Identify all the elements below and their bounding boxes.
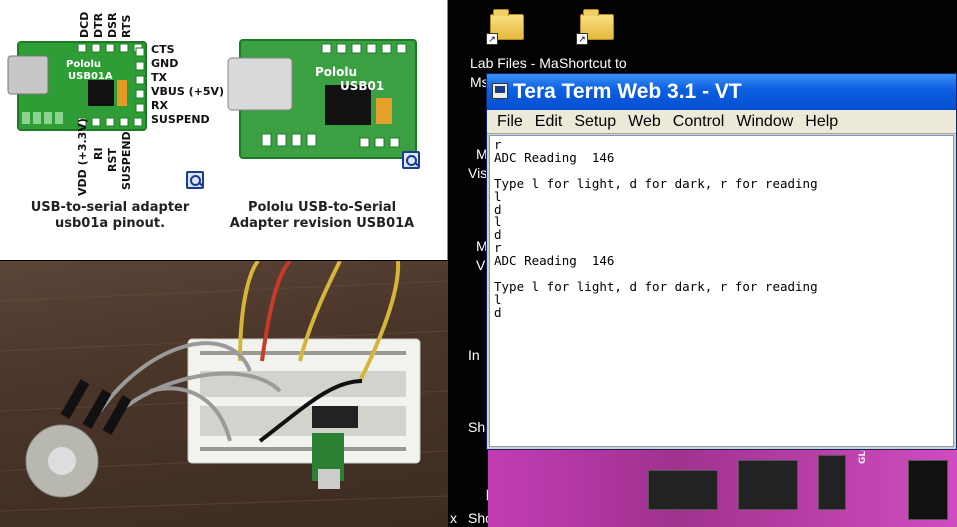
pin-label-rts: RTS — [120, 14, 133, 38]
menu-file[interactable]: File — [497, 112, 523, 130]
teraterm-window[interactable]: Tera Term Web 3.1 - VT File Edit Setup W… — [486, 73, 957, 450]
shortcut-arrow-icon: ↗ — [576, 33, 588, 45]
menu-help[interactable]: Help — [805, 112, 839, 130]
pin-label-cts: CTS — [151, 43, 175, 56]
window-title: Tera Term Web 3.1 - VT — [513, 80, 742, 103]
cap-left — [117, 80, 127, 106]
terminal-line: r — [494, 137, 502, 152]
pins-bottom-right — [261, 133, 400, 148]
pins-right-left — [135, 47, 145, 113]
pin-label-suspend-bottom: SUSPEND — [120, 131, 133, 190]
pin-label-vbus: VBUS (+5V) — [151, 85, 225, 98]
pin-label-ri: RI — [92, 147, 105, 160]
pads-left — [22, 112, 63, 124]
board-right-brand: Pololu — [315, 65, 357, 79]
menu-web[interactable]: Web — [628, 112, 661, 130]
menu-setup[interactable]: Setup — [574, 112, 617, 130]
cap-right — [376, 98, 392, 124]
board-chip — [818, 455, 846, 510]
pins-bottom-left — [77, 117, 143, 127]
partial-label: V — [476, 257, 486, 273]
pin-label-tx: TX — [151, 71, 167, 84]
terminal-line: d — [494, 304, 502, 320]
terminal-line: Type l for light, d for dark, r for read… — [494, 175, 818, 191]
terminal-line: d — [494, 201, 502, 217]
board-chip — [648, 470, 718, 510]
pin-label-dsr: DSR — [106, 12, 119, 38]
partial-label: Sh — [468, 419, 486, 435]
pin-label-rst: RST — [106, 148, 119, 172]
pin-label-gnd: GND — [151, 57, 179, 70]
terminal-line: ADC Reading 146 — [494, 253, 615, 269]
breadboard-photo-art — [0, 261, 448, 512]
zoom-icon-left[interactable] — [186, 171, 204, 189]
dev-board-photo: GLCD 128 — [488, 450, 957, 527]
zoom-icon-right[interactable] — [402, 151, 420, 169]
shortcut-arrow-icon: ↗ — [486, 33, 498, 45]
board-label: GLCD 128 — [858, 450, 868, 464]
usb-plug — [318, 469, 340, 489]
pin-label-dtr: DTR — [92, 12, 105, 38]
breadboard — [187, 338, 421, 464]
pin-label-dcd: DCD — [78, 11, 91, 38]
board-left-brand: Pololu — [66, 59, 101, 70]
partial-label: M — [476, 238, 488, 254]
menu-bar: File Edit Setup Web Control Window Help — [487, 110, 956, 134]
partial-label: M — [476, 146, 488, 162]
teraterm-app-icon[interactable] — [492, 83, 508, 99]
desktop-icon-label-shortcut[interactable]: Shortcut to — [559, 55, 627, 71]
terminal-line: Type l for light, d for dark, r for read… — [494, 278, 818, 294]
pin-label-suspend-right: SUSPEND — [151, 113, 210, 126]
usb-connector-right — [227, 57, 293, 111]
terminal-line: l — [494, 188, 502, 204]
chip-left — [88, 80, 114, 106]
pin-label-vdd: VDD (+3.3V) — [76, 118, 89, 196]
board-connector — [908, 460, 948, 520]
partial-label: In — [468, 347, 480, 363]
menu-window[interactable]: Window — [736, 112, 794, 130]
partial-label: Vis — [468, 165, 488, 181]
usb-connector-left — [7, 55, 49, 95]
board-chip — [738, 460, 798, 510]
caption-left: USB-to-serial adapter usb01a pinout. — [30, 200, 190, 231]
terminal-line: l — [494, 291, 502, 307]
menu-control[interactable]: Control — [672, 112, 725, 130]
board-right-model: USB01 — [340, 79, 384, 93]
ic-chip — [312, 406, 358, 428]
breadboard-photo — [0, 261, 448, 527]
pin-label-rx: RX — [151, 99, 168, 112]
pinout-image-panel: Pololu USB01A Pololu USB01 DCD DTR DSR R… — [0, 0, 448, 260]
chip-right — [325, 85, 371, 125]
board-left-model: USB01A — [68, 71, 113, 82]
desktop-icon-label-lab-files[interactable]: Lab Files - Ma — [470, 55, 559, 71]
caption-right: Pololu USB-to-Serial Adapter revision US… — [229, 200, 415, 231]
partial-label: x — [450, 510, 457, 526]
partial-label: Ms — [470, 74, 489, 90]
terminal-line: ADC Reading 146 — [494, 149, 615, 165]
menu-edit[interactable]: Edit — [534, 112, 563, 130]
pinout-diagrams: Pololu USB01A Pololu USB01 — [7, 39, 417, 159]
terminal-line: r — [494, 240, 502, 256]
terminal-line: l — [494, 214, 502, 230]
terminal-line: d — [494, 227, 502, 243]
window-title-bar[interactable]: Tera Term Web 3.1 - VT — [487, 74, 956, 110]
pins-top-right — [321, 43, 407, 54]
